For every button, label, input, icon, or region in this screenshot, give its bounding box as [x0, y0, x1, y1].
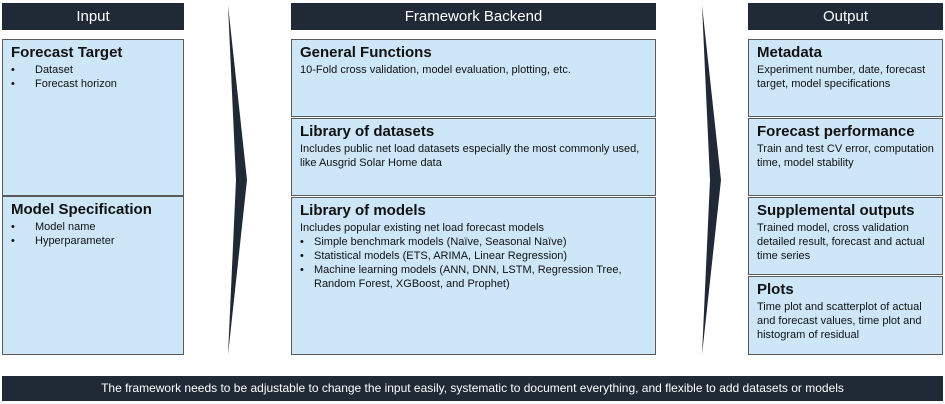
backend-header: Framework Backend	[291, 3, 656, 30]
footer-banner: The framework needs to be adjustable to …	[2, 376, 943, 401]
forecast-performance-box: Forecast performance Train and test CV e…	[748, 118, 943, 196]
backend-to-output-arrow	[702, 5, 721, 355]
metadata-desc: Experiment number, date, forecast target…	[757, 64, 926, 90]
list-item: Statistical models (ETS, ARIMA, Linear R…	[300, 249, 647, 263]
supplemental-outputs-desc: Trained model, cross validation detailed…	[757, 222, 925, 262]
plots-desc: Time plot and scatterplot of actual and …	[757, 301, 922, 341]
general-functions-box: General Functions 10-Fold cross validati…	[291, 39, 656, 117]
library-models-desc: Includes popular existing net load forec…	[300, 222, 544, 234]
list-item: Forecast horizon	[11, 77, 175, 91]
plots-box: Plots Time plot and scatterplot of actua…	[748, 276, 943, 355]
model-specification-list: Model name Hyperparameter	[11, 220, 175, 248]
library-models-box: Library of models Includes popular exist…	[291, 197, 656, 355]
supplemental-outputs-box: Supplemental outputs Trained model, cros…	[748, 197, 943, 275]
forecast-target-box: Forecast Target Dataset Forecast horizon	[2, 39, 184, 196]
metadata-title: Metadata	[757, 44, 823, 61]
model-specification-title: Model Specification	[11, 201, 152, 218]
input-header: Input	[2, 3, 184, 30]
metadata-box: Metadata Experiment number, date, foreca…	[748, 39, 943, 117]
list-item: Dataset	[11, 63, 175, 77]
library-datasets-desc: Includes public net load datasets especi…	[300, 143, 640, 169]
library-models-list: Simple benchmark models (Naïve, Seasonal…	[300, 235, 647, 291]
library-models-title: Library of models	[300, 202, 426, 219]
model-specification-box: Model Specification Model name Hyperpara…	[2, 196, 184, 355]
forecast-target-list: Dataset Forecast horizon	[11, 63, 175, 91]
list-item: Hyperparameter	[11, 234, 175, 248]
plots-title: Plots	[757, 281, 794, 298]
list-item: Simple benchmark models (Naïve, Seasonal…	[300, 235, 647, 249]
library-datasets-box: Library of datasets Includes public net …	[291, 118, 656, 196]
forecast-target-title: Forecast Target	[11, 44, 123, 61]
list-item: Model name	[11, 220, 175, 234]
input-to-backend-arrow	[228, 5, 247, 355]
general-functions-title: General Functions	[300, 44, 432, 61]
forecast-performance-title: Forecast performance	[757, 123, 915, 140]
library-datasets-title: Library of datasets	[300, 123, 435, 140]
general-functions-desc: 10-Fold cross validation, model evaluati…	[300, 64, 571, 76]
forecast-performance-desc: Train and test CV error, computation tim…	[757, 143, 934, 169]
supplemental-outputs-title: Supplemental outputs	[757, 202, 915, 219]
output-header: Output	[748, 3, 943, 30]
list-item: Machine learning models (ANN, DNN, LSTM,…	[300, 263, 647, 291]
